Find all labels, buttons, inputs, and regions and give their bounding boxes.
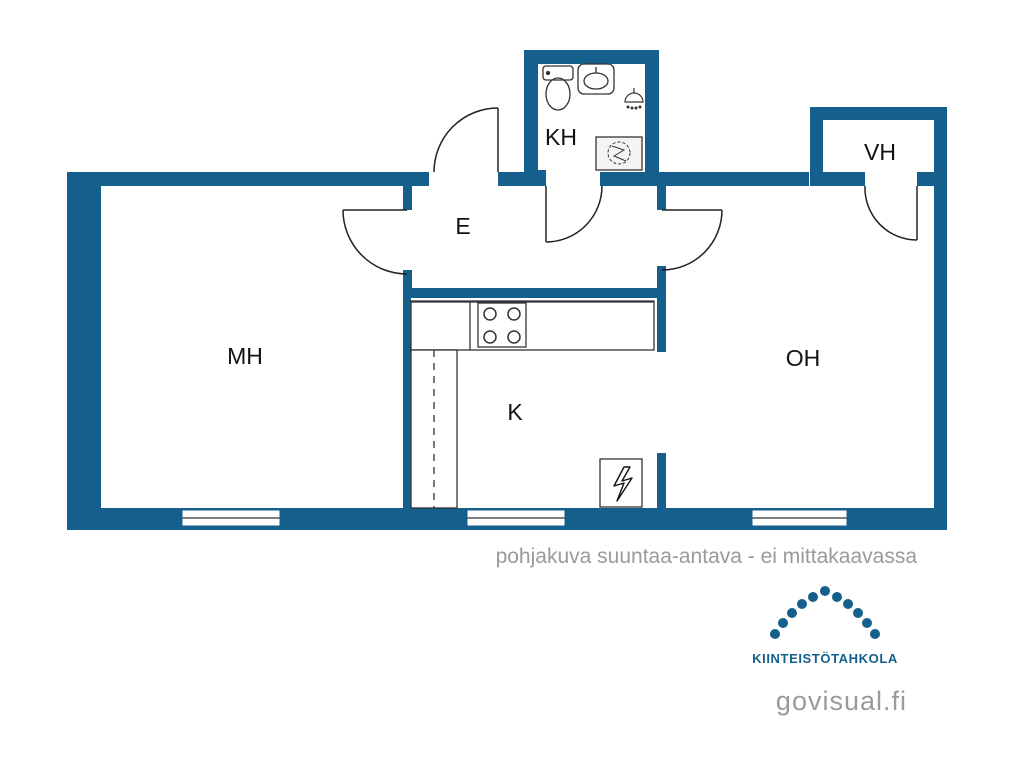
room-label-k: K	[507, 399, 523, 425]
floor-drain-icon	[595, 136, 643, 171]
disclaimer-text: pohjakuva suuntaa-antava - ei mittakaava…	[495, 545, 917, 568]
door-mh	[342, 209, 408, 275]
room-label-kh: KH	[545, 124, 577, 150]
sink-icon	[577, 63, 615, 95]
stove-icon	[483, 307, 521, 344]
room-label-e: E	[455, 213, 470, 239]
toilet-icon	[542, 65, 574, 111]
room-label-mh: MH	[227, 343, 263, 369]
front-door	[433, 107, 499, 173]
electrical-cabinet-icon	[599, 458, 643, 508]
room-label-vh: VH	[864, 139, 896, 165]
website-link: govisual.fi	[775, 686, 907, 716]
room-label-oh: OH	[786, 345, 821, 371]
door-vh	[864, 185, 918, 241]
door-kh	[545, 185, 603, 243]
kitchen-counter	[410, 300, 655, 351]
shower-head-icon	[624, 88, 644, 110]
windows	[181, 509, 848, 527]
kiinteistotahkola-logo-icon	[770, 586, 880, 639]
walls	[67, 50, 947, 530]
wardrobe	[410, 349, 458, 509]
door-oh	[661, 209, 723, 271]
doors	[342, 107, 918, 275]
brand-name: KIINTEISTÖTAHKOLA	[752, 651, 898, 666]
